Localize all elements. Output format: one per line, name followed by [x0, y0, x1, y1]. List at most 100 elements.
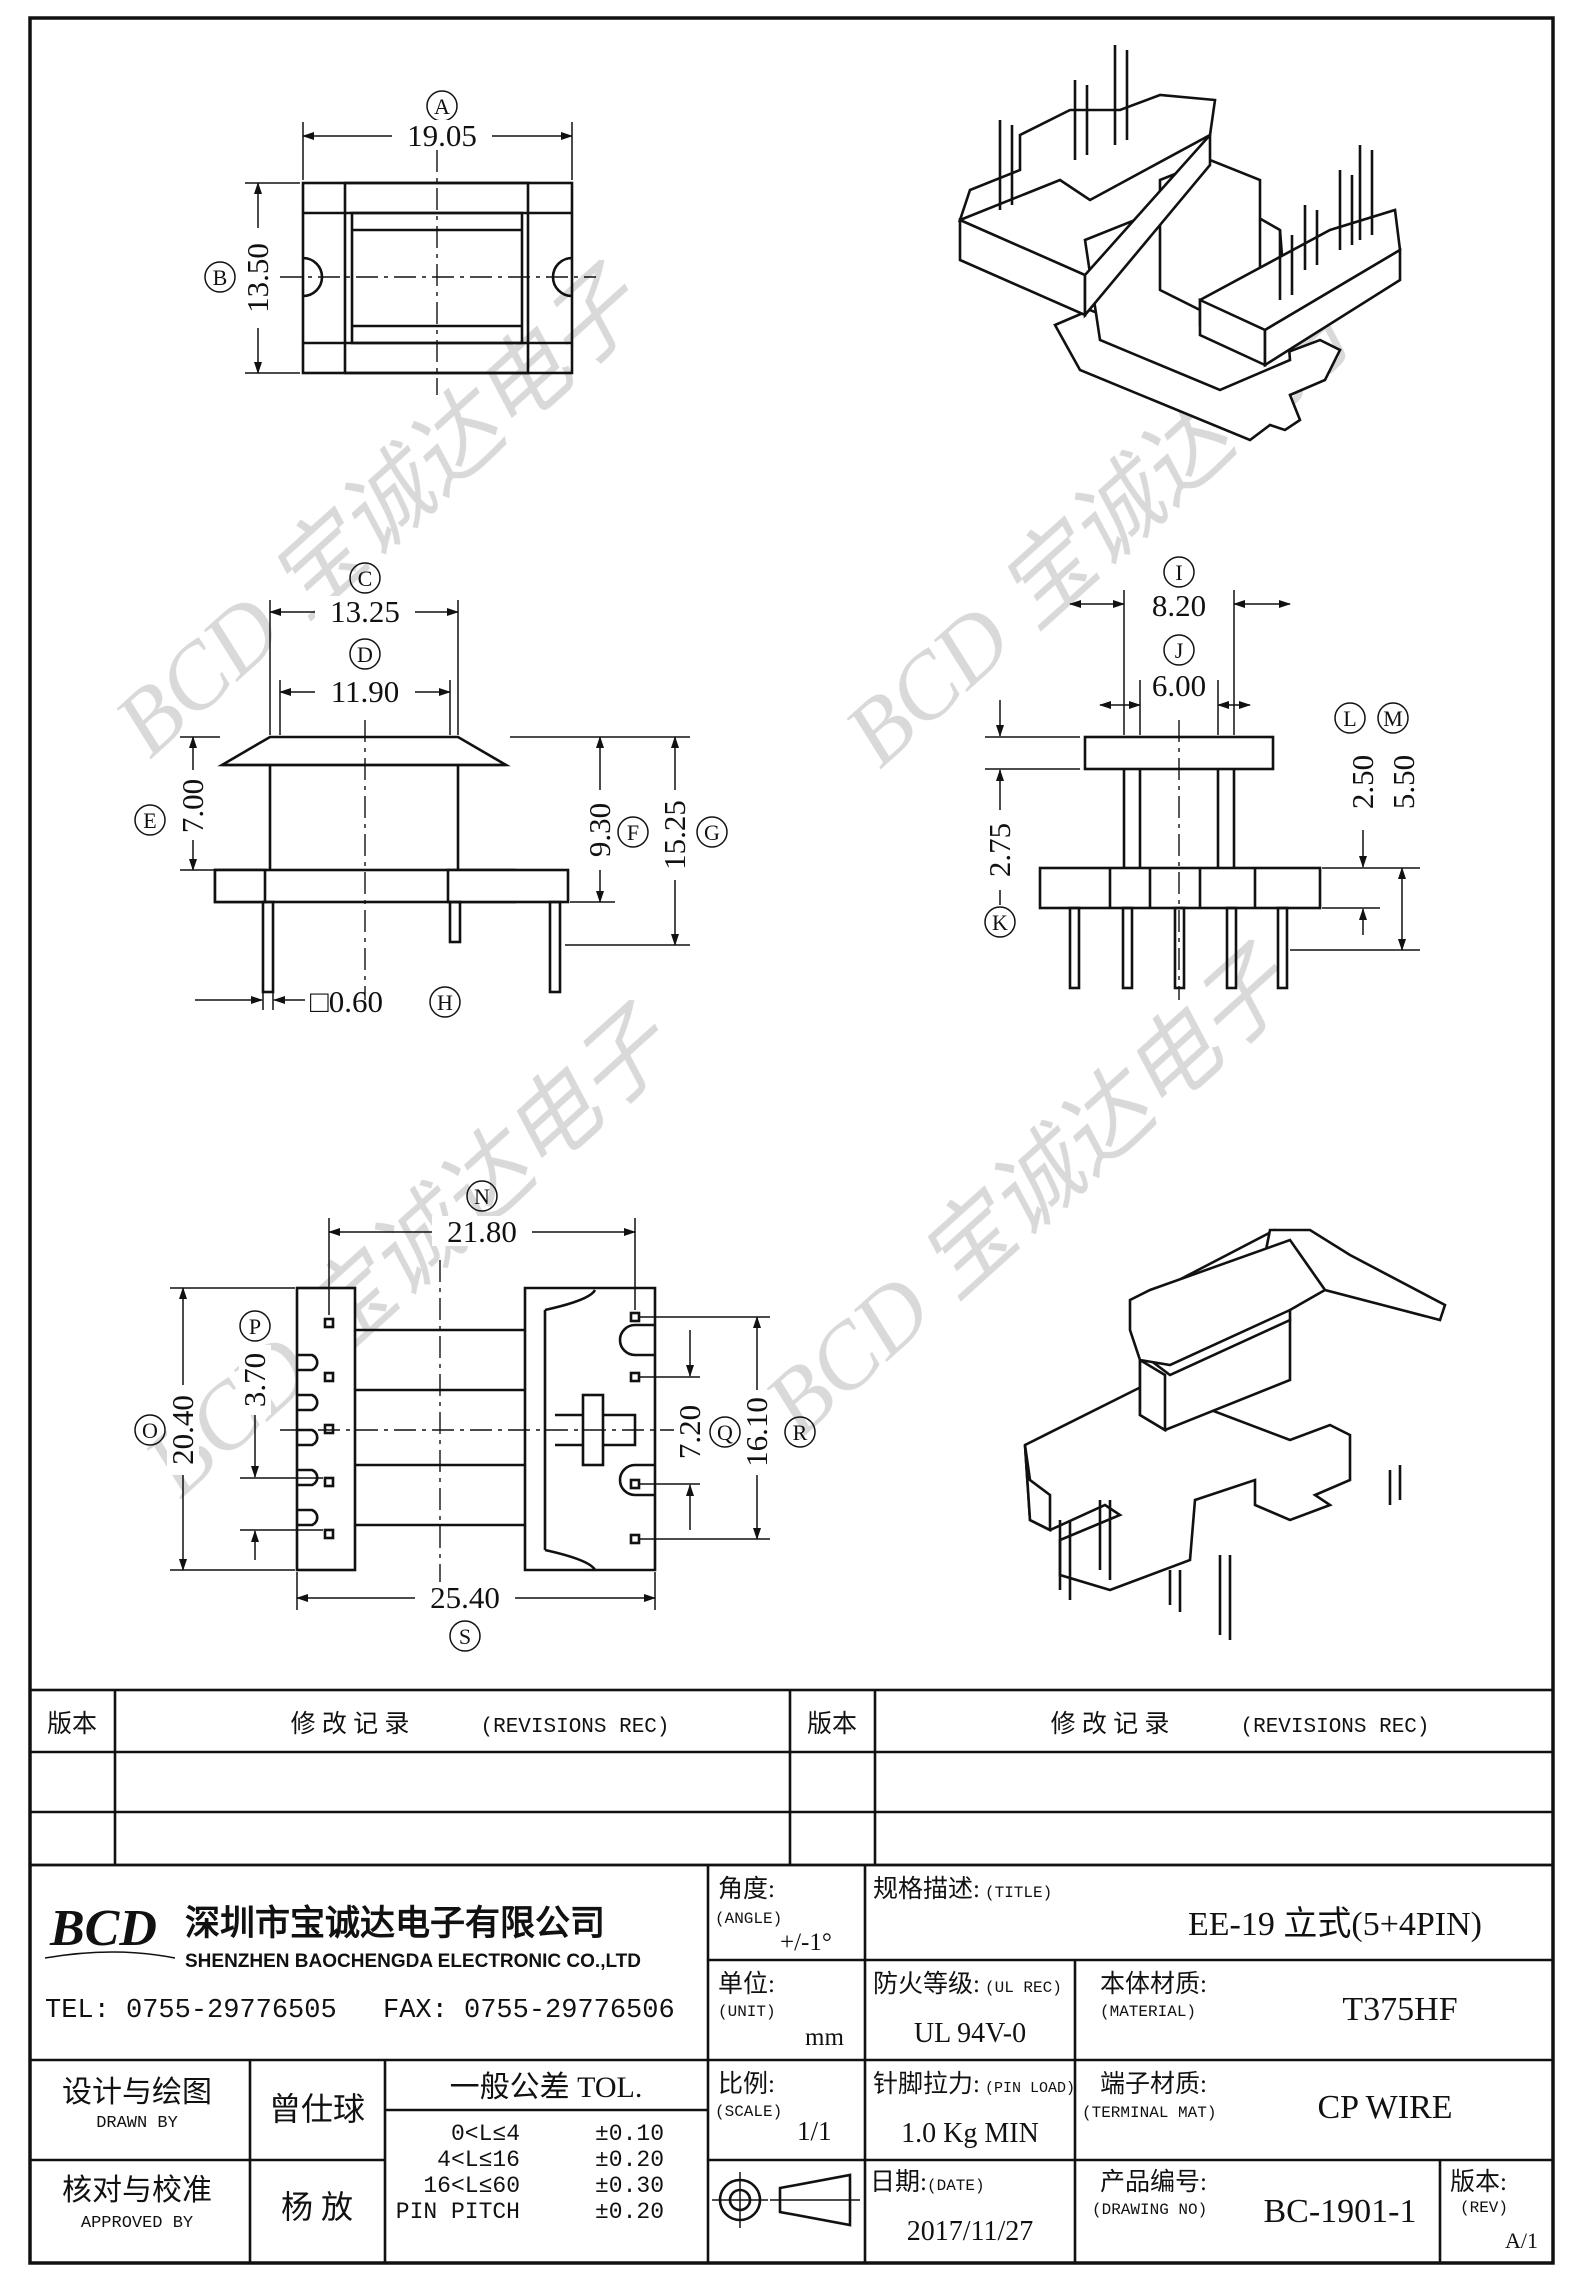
- rev-record-label-en-left: (REVISIONS REC): [480, 1716, 669, 1739]
- projection-symbol-icon: [712, 2172, 860, 2228]
- unit-value: mm: [805, 2024, 844, 2051]
- svg-text:J: J: [1175, 638, 1184, 663]
- svg-text:7.20: 7.20: [672, 1405, 707, 1459]
- svg-text:F: F: [627, 820, 639, 845]
- dim-N: N 21.80: [432, 1180, 532, 1249]
- rev-version-label-right: 版本: [807, 1710, 857, 1738]
- title-label-en: (TITLE): [985, 1884, 1052, 1902]
- title-value: EE-19 立式(5+4PIN): [1188, 1905, 1482, 1943]
- svg-text:8.20: 8.20: [1152, 588, 1206, 623]
- svg-text:16.10: 16.10: [739, 1397, 774, 1467]
- svg-text:3.70: 3.70: [237, 1353, 272, 1407]
- svg-text:±0.10: ±0.10: [595, 2121, 664, 2147]
- ul-label-en: (UL REC): [985, 1979, 1062, 1997]
- drawing-no-label: 产品编号:: [1100, 2168, 1207, 2196]
- svg-text:R: R: [793, 1420, 808, 1445]
- svg-text:H: H: [437, 990, 453, 1015]
- ul-label: 防火等级:: [873, 1970, 980, 1998]
- dim-H: □0.60 H: [310, 984, 461, 1019]
- sheet-border: [28, 16, 1555, 2265]
- svg-text:21.80: 21.80: [447, 1214, 517, 1249]
- rev-version-label-left: 版本: [47, 1710, 97, 1738]
- svg-text:Q: Q: [717, 1420, 733, 1445]
- scale-value: 1/1: [797, 2116, 832, 2146]
- company-tel: TEL: 0755-29776505: [45, 1996, 337, 2026]
- svg-text:16<L≤60: 16<L≤60: [423, 2173, 520, 2199]
- pin-load-value: 1.0 Kg MIN: [901, 2118, 1039, 2149]
- svg-text:7.00: 7.00: [175, 779, 210, 833]
- svg-text:M: M: [1383, 706, 1403, 731]
- terminal-label-en: (TERMINAL MAT): [1082, 2104, 1216, 2122]
- svg-text:4<L≤16: 4<L≤16: [437, 2147, 520, 2173]
- svg-text:20.40: 20.40: [165, 1395, 200, 1465]
- dim-E: E 7.00: [134, 770, 210, 840]
- dim-G: G 15.25: [657, 790, 728, 880]
- svg-text:S: S: [459, 1624, 471, 1649]
- svg-text:2.75: 2.75: [982, 823, 1017, 877]
- isometric-view-top: [957, 45, 1402, 442]
- dim-O: O 20.40: [134, 1385, 200, 1475]
- svg-text:9.30: 9.30: [582, 803, 617, 857]
- title-block: BCD 深圳市宝诚达电子有限公司 SHENZHEN BAOCHENGDA ELE…: [30, 1863, 1553, 2263]
- terminal-value: CP WIRE: [1317, 2089, 1452, 2126]
- revisions-table: 版本 修 改 记 录 (REVISIONS REC) 版本 修 改 记 录 (R…: [28, 1688, 1555, 1867]
- unit-label-en: (UNIT): [718, 2003, 776, 2021]
- angle-value: +/-1°: [780, 1929, 832, 1956]
- rev-record-label-left: 修 改 记 录: [291, 1710, 410, 1738]
- top-view: A 19.05 B 13.50: [204, 90, 596, 395]
- dim-C: C 13.25: [315, 562, 415, 629]
- svg-text:15.25: 15.25: [657, 800, 692, 870]
- dim-K: 2.75 K: [982, 810, 1017, 938]
- svg-text:19.05: 19.05: [407, 118, 477, 153]
- svg-text:L: L: [1343, 706, 1356, 731]
- rev-record-label-en-right: (REVISIONS REC): [1240, 1716, 1429, 1739]
- angle-label-en: (ANGLE): [715, 1910, 782, 1928]
- svg-text:I: I: [1175, 560, 1182, 585]
- svg-text:C: C: [358, 566, 373, 591]
- ul-value: UL 94V-0: [914, 2018, 1026, 2049]
- company-name-cn: 深圳市宝诚达电子有限公司: [185, 1904, 605, 1943]
- angle-label: 角度:: [718, 1875, 775, 1903]
- svg-text:G: G: [704, 820, 720, 845]
- svg-text:D: D: [357, 642, 373, 667]
- drawn-label: 设计与绘图: [62, 2076, 212, 2109]
- drawn-value: 曾仕球: [269, 2091, 365, 2127]
- dim-D: D 11.90: [315, 638, 415, 709]
- drawing-no-value: BC-1901-1: [1264, 2193, 1417, 2230]
- svg-text:2.50: 2.50: [1345, 755, 1380, 809]
- terminal-label: 端子材质:: [1100, 2070, 1207, 2098]
- svg-text:±0.20: ±0.20: [595, 2147, 664, 2173]
- svg-text:P: P: [249, 1314, 261, 1339]
- company-fax: FAX: 0755-29776506: [383, 1996, 675, 2026]
- material-value: T375HF: [1342, 1991, 1457, 2028]
- svg-text:0<L≤4: 0<L≤4: [451, 2121, 520, 2147]
- svg-text:□0.60: □0.60: [310, 984, 383, 1019]
- svg-text:PIN PITCH: PIN PITCH: [396, 2199, 520, 2225]
- rev-label-en: (REV): [1460, 2199, 1508, 2217]
- material-label-en: (MATERIAL): [1100, 2003, 1196, 2021]
- company-logo: BCD: [44, 1900, 176, 1959]
- unit-label: 单位:: [718, 1970, 775, 1998]
- approved-value: 杨 放: [281, 2189, 353, 2225]
- svg-text:O: O: [142, 1418, 158, 1443]
- bottom-view: N 21.80 O 20.40 P 3.70: [134, 1180, 816, 1652]
- approved-label-en: APPROVED BY: [81, 2214, 193, 2233]
- svg-text:B: B: [213, 265, 228, 290]
- dim-M: M 5.50: [1377, 702, 1421, 809]
- dim-Q: 7.20 Q: [672, 1395, 741, 1470]
- rev-record-label-right: 修 改 记 录: [1051, 1710, 1170, 1738]
- dim-I: I 8.20: [1152, 556, 1206, 623]
- side-view: I 8.20 J 6.00 2.75 K: [982, 556, 1421, 1000]
- svg-text:±0.20: ±0.20: [595, 2199, 664, 2225]
- svg-text:13.25: 13.25: [330, 594, 400, 629]
- dim-R: 16.10 R: [739, 1390, 816, 1475]
- material-label: 本体材质:: [1100, 1970, 1207, 1998]
- dim-A: A 19.05: [392, 90, 492, 153]
- approved-label: 核对与校准: [62, 2174, 212, 2207]
- svg-text:5.50: 5.50: [1386, 755, 1421, 809]
- date-label-en: (DATE): [927, 2177, 985, 2195]
- dim-S: 25.40 S: [415, 1580, 515, 1652]
- svg-text:±0.30: ±0.30: [595, 2173, 664, 2199]
- svg-text:BCD: BCD: [49, 1900, 157, 1957]
